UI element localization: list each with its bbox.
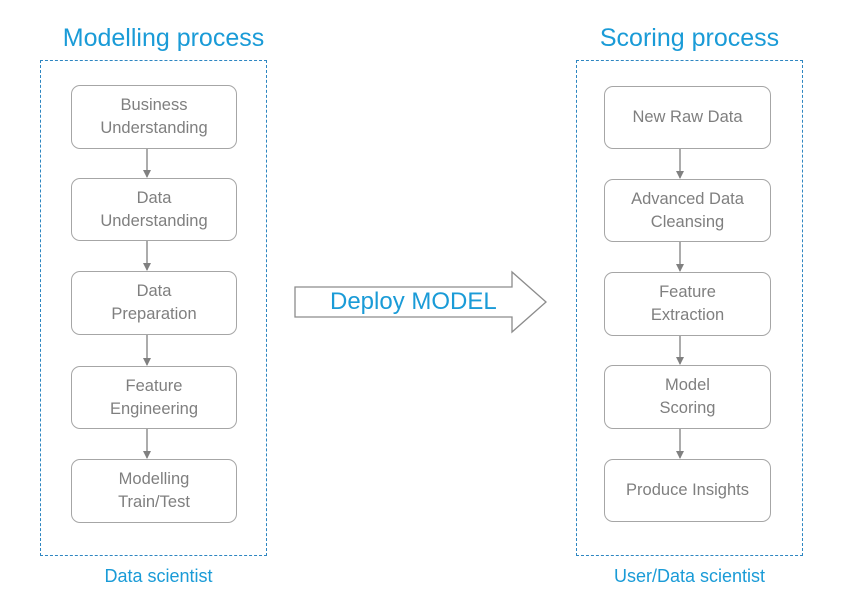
step-new-raw-data: New Raw Data: [604, 86, 771, 149]
step-line: Engineering: [109, 399, 199, 418]
step-line: Train/Test: [118, 493, 190, 511]
step-line: Feature: [125, 376, 183, 395]
step-line: Preparation: [111, 305, 197, 323]
step-line: Data: [136, 188, 172, 207]
deploy-model-label: Deploy MODEL: [330, 288, 497, 315]
deploy-arrow-icon: [294, 270, 547, 334]
scoring-role-label: User/Data scientist: [613, 566, 766, 586]
scoring-process-title: Scoring process: [599, 24, 780, 52]
step-line: Cleansing: [650, 212, 725, 231]
step-line: Understanding: [100, 211, 208, 230]
modelling-role-label: Data scientist: [104, 566, 213, 586]
step-line: Data: [136, 282, 172, 300]
scoring-process-frame: [576, 60, 803, 556]
step-line: Extraction: [650, 306, 725, 324]
step-line: Model: [665, 376, 710, 394]
step-line: Understanding: [100, 119, 208, 137]
step-line: Advanced Data: [631, 189, 744, 208]
step-line: Business: [120, 96, 188, 114]
modelling-process-title: Modelling process: [62, 24, 265, 52]
step-produce-insights: Produce Insights: [604, 459, 771, 522]
modelling-process-frame: [40, 60, 267, 556]
step-line: Modelling: [118, 470, 190, 488]
step-line: Feature: [659, 283, 716, 301]
step-line: Produce Insights: [626, 481, 749, 499]
step-line: Scoring: [659, 399, 716, 417]
step-line: New Raw Data: [632, 108, 743, 126]
